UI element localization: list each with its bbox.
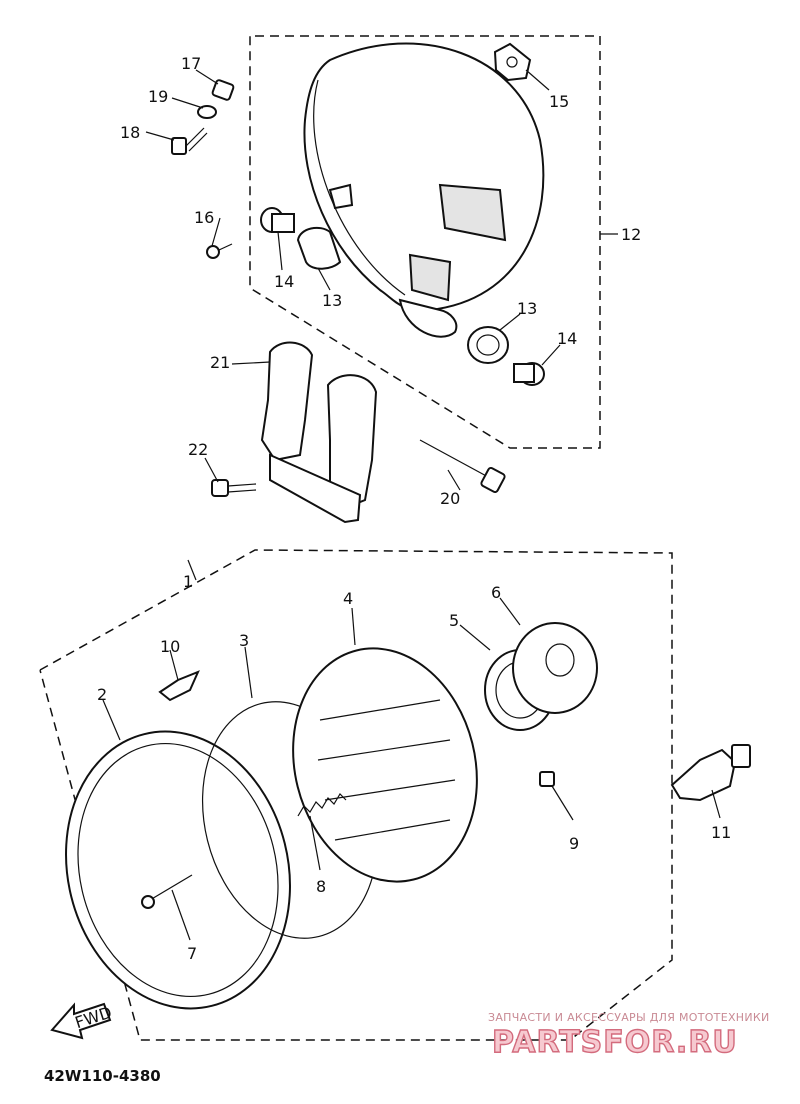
part-label-1: 1 bbox=[183, 572, 193, 591]
through-bolt-20 bbox=[419, 439, 506, 493]
collar-13-lower bbox=[467, 326, 509, 364]
part-label-11: 11 bbox=[711, 823, 731, 842]
housing-group-boundary bbox=[249, 35, 618, 449]
headlight-stay-21 bbox=[260, 341, 378, 524]
part-label-9: 9 bbox=[569, 834, 579, 853]
washer-19 bbox=[197, 105, 217, 119]
part-label-19: 19 bbox=[148, 87, 168, 106]
damper-14-upper bbox=[260, 207, 295, 233]
watermark: ЗАПЧАСТИ И АКСЕССУАРЫ ДЛЯ МОТОТЕХНИКИ PA… bbox=[488, 1011, 770, 1061]
part-label-22: 22 bbox=[188, 440, 208, 459]
part-label-6: 6 bbox=[491, 583, 501, 602]
damper-14-lower bbox=[513, 362, 545, 386]
part-label-12: 12 bbox=[621, 225, 641, 244]
clip-10 bbox=[158, 670, 200, 702]
headlight-unit-group-boundary bbox=[39, 549, 673, 1041]
part-label-20: 20 bbox=[440, 489, 460, 508]
part-label-13-upper: 13 bbox=[322, 291, 342, 310]
part-label-4: 4 bbox=[343, 589, 353, 608]
headlight-housing bbox=[303, 42, 545, 338]
headlight-rim-2 bbox=[65, 730, 291, 1010]
diagram-code: 42W110-4380 bbox=[44, 1067, 161, 1085]
bolt-22 bbox=[211, 479, 257, 497]
lens-unit-4 bbox=[292, 647, 478, 883]
part-label-10: 10 bbox=[160, 637, 180, 656]
part-label-7: 7 bbox=[187, 944, 197, 963]
part-label-17: 17 bbox=[181, 54, 201, 73]
part-label-8: 8 bbox=[316, 877, 326, 896]
fwd-label: FWD bbox=[73, 1003, 114, 1033]
part-label-13-lower: 13 bbox=[517, 299, 537, 318]
part-label-18: 18 bbox=[120, 123, 140, 142]
spring-8 bbox=[297, 793, 347, 817]
part-label-3: 3 bbox=[239, 631, 249, 650]
bracket-15 bbox=[493, 42, 532, 82]
bulb-cover-6 bbox=[512, 622, 598, 714]
watermark-brand: PARTSFOR.RU bbox=[492, 1025, 738, 1060]
screw-7 bbox=[141, 874, 193, 909]
screw-16 bbox=[206, 243, 233, 259]
forward-direction-arrow: FWD bbox=[50, 1002, 114, 1040]
nut-17 bbox=[211, 79, 235, 101]
bulb-11 bbox=[670, 744, 751, 802]
part-label-2: 2 bbox=[97, 685, 107, 704]
clip-9 bbox=[539, 771, 555, 787]
bolt-18 bbox=[171, 127, 208, 155]
collar-13-upper bbox=[296, 226, 342, 270]
part-labels: 1 2 3 4 5 6 7 8 9 10 11 12 13 13 14 14 1… bbox=[97, 54, 731, 963]
part-label-5: 5 bbox=[449, 611, 459, 630]
watermark-caption: ЗАПЧАСТИ И АКСЕССУАРЫ ДЛЯ МОТОТЕХНИКИ bbox=[488, 1011, 770, 1024]
part-label-15: 15 bbox=[549, 92, 569, 111]
part-label-14-lower: 14 bbox=[557, 329, 577, 348]
part-label-16: 16 bbox=[194, 208, 214, 227]
part-label-14-upper: 14 bbox=[274, 272, 294, 291]
part-label-21: 21 bbox=[210, 353, 230, 372]
leader-lines bbox=[102, 69, 721, 941]
